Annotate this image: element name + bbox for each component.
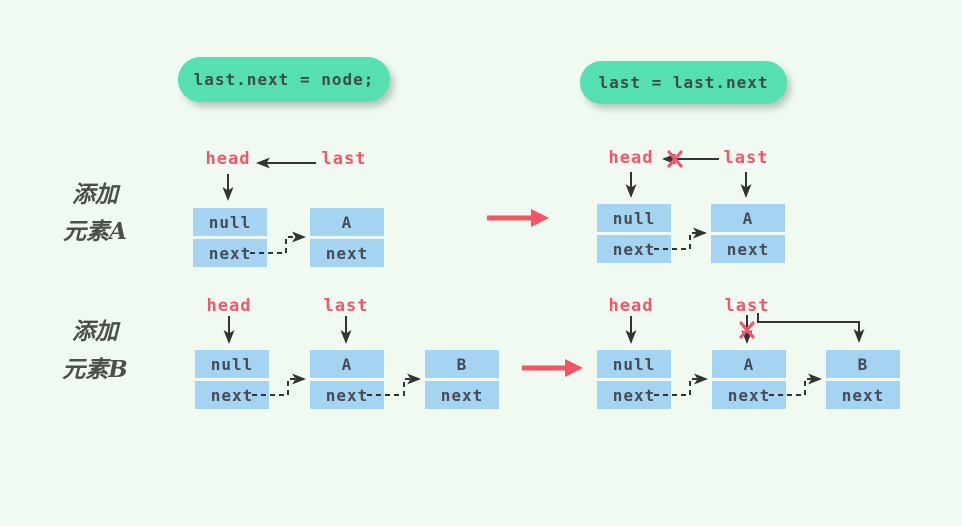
row1-caption-line2: 元素A	[63, 218, 127, 245]
row2-after-head-label: head	[608, 296, 654, 316]
node-value-cell: null	[597, 204, 671, 232]
row2-after-node-null: null next	[597, 350, 671, 409]
row2-after-node-a: A next	[712, 350, 786, 409]
node-value-cell: A	[712, 350, 786, 378]
node-next-cell: next	[193, 239, 267, 267]
node-value-cell: A	[310, 350, 384, 378]
node-next-cell: next	[310, 381, 384, 409]
node-value-cell: B	[425, 350, 499, 378]
row2-after-last-to-b-elbow-arrow	[757, 313, 865, 343]
row1-before-last-label: last	[321, 149, 367, 169]
node-next-cell: next	[425, 381, 499, 409]
row1-after-last-label: last	[723, 148, 769, 168]
row1-caption-line1: 添加	[72, 181, 118, 208]
row2-before-node-null: null next	[195, 350, 269, 409]
node-next-cell: next	[712, 381, 786, 409]
row2-caption-line1: 添加	[72, 318, 118, 345]
row1-before-node-a: A next	[310, 208, 384, 267]
row1-after-node-null: null next	[597, 204, 671, 263]
code-snippet-advance-text: last = last.next	[598, 73, 769, 92]
node-next-cell: next	[195, 381, 269, 409]
row2-before-node-b: B next	[425, 350, 499, 409]
node-next-cell: next	[310, 239, 384, 267]
row2-before-head-label: head	[206, 296, 252, 316]
node-value-cell: B	[826, 350, 900, 378]
row2-transform-right-arrow-icon	[522, 359, 583, 377]
code-snippet-advance-pill: last = last.next	[580, 61, 787, 104]
row2-after-invalid-pointer-cross-icon	[739, 321, 755, 339]
node-next-cell: next	[711, 235, 785, 263]
row1-after-head-label: head	[608, 148, 654, 168]
node-next-cell: next	[597, 381, 671, 409]
row2-caption-line2: 元素B	[62, 356, 128, 383]
node-value-cell: null	[195, 350, 269, 378]
row1-before-node-null: null next	[193, 208, 267, 267]
node-next-cell: next	[826, 381, 900, 409]
row1-after-invalid-pointer-cross-icon	[667, 150, 683, 168]
row1-transform-right-arrow-icon	[487, 209, 549, 227]
node-value-cell: A	[310, 208, 384, 236]
node-next-cell: next	[597, 235, 671, 263]
row2-after-last-label: last	[724, 296, 770, 316]
node-value-cell: A	[711, 204, 785, 232]
row2-before-last-label: last	[323, 296, 369, 316]
row2-before-node-a: A next	[310, 350, 384, 409]
node-value-cell: null	[193, 208, 267, 236]
row1-before-head-label: head	[205, 149, 251, 169]
row2-after-node-b: B next	[826, 350, 900, 409]
row1-after-node-a: A next	[711, 204, 785, 263]
node-value-cell: null	[597, 350, 671, 378]
code-snippet-append-pill: last.next = node;	[178, 57, 390, 102]
code-snippet-append-text: last.next = node;	[193, 70, 375, 89]
